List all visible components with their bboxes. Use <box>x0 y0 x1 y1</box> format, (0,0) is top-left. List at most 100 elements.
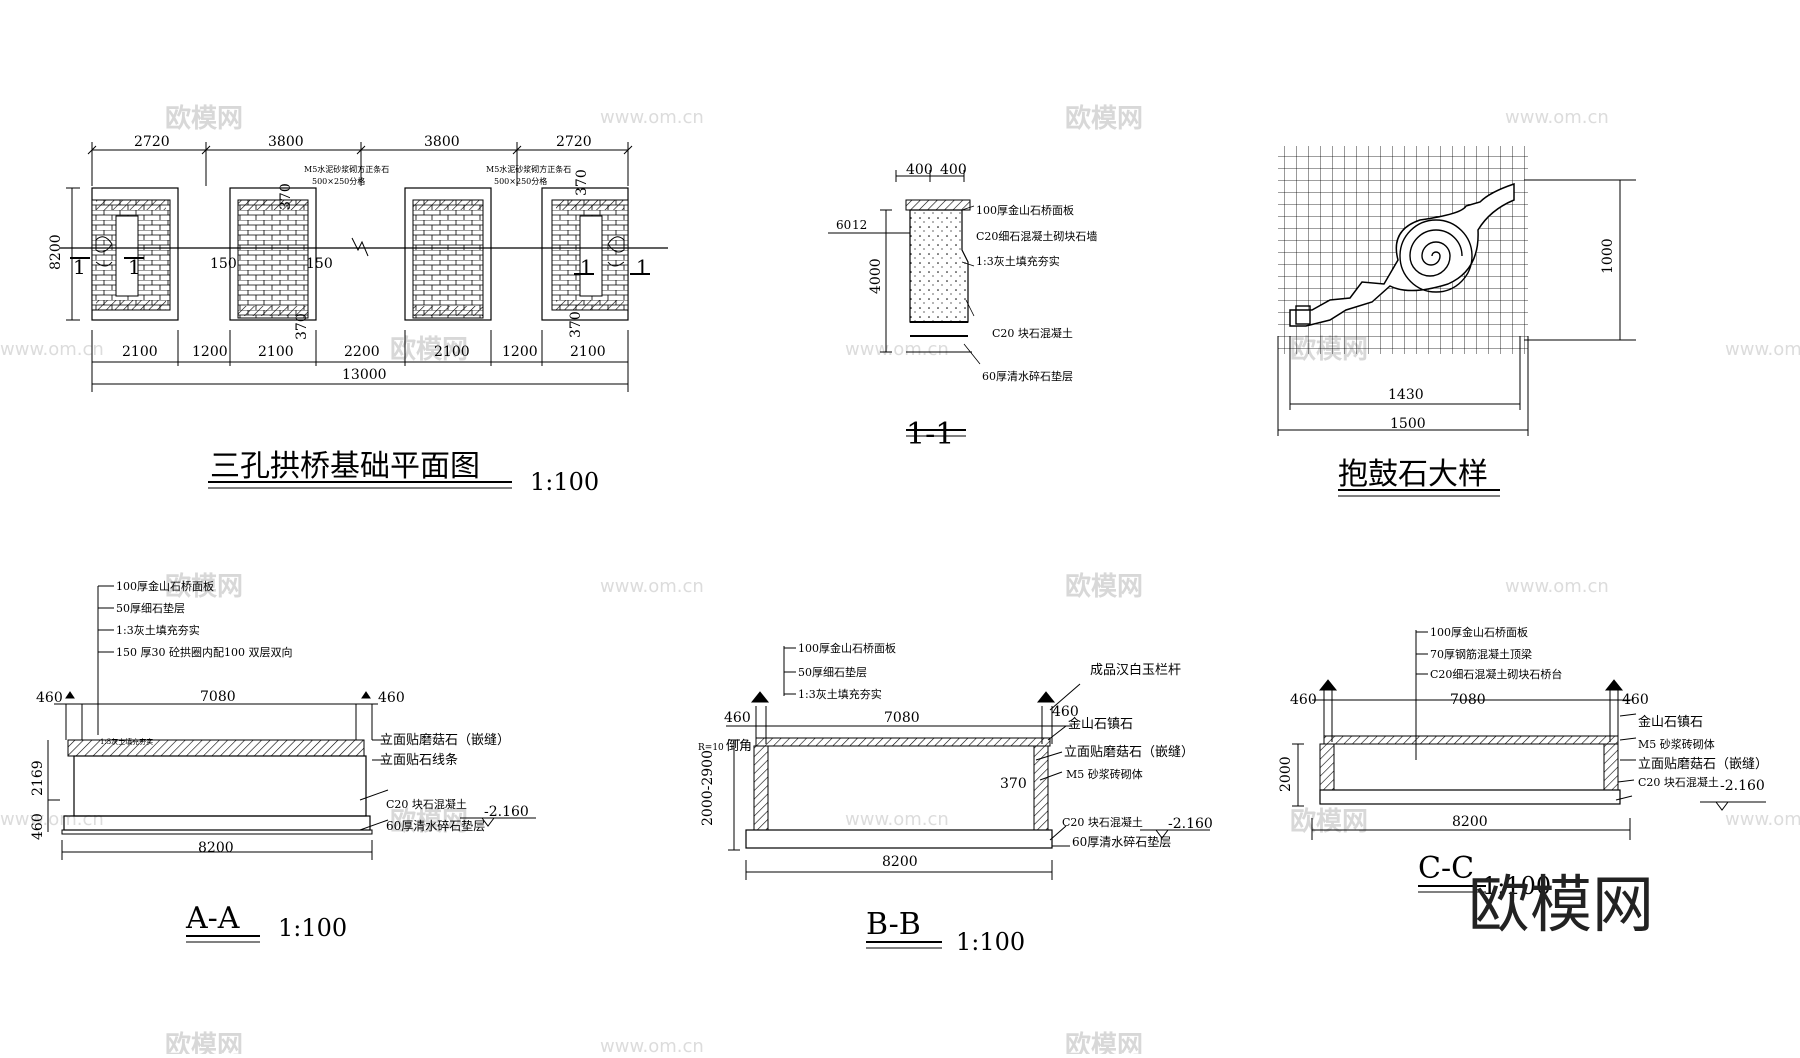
watermark-url: www.om.cn <box>845 339 949 360</box>
section-b-b-labels: 100厚金山石桥面板 50厚细石垫层 1:3灰土填充夯实 7080 460 46… <box>698 641 1213 956</box>
section-mark: 1 <box>636 255 649 279</box>
watermark-logo: 欧模网 <box>1065 571 1143 602</box>
s11-note: 100厚金山石桥面板 <box>976 203 1074 217</box>
section-c-c-labels: 100厚金山石桥面板 70厚钢筋混凝土顶梁 C20细石混凝土砌块石桥台 7080… <box>1278 625 1768 900</box>
watermark-logo: 欧模网 <box>390 806 468 837</box>
section-b-b <box>726 646 1210 949</box>
section-1-1-labels: 400 400 60 12 4000 100厚金山石桥面板 C20细石混凝土砌块… <box>836 162 1097 452</box>
watermark-url: www.om.cn <box>1505 107 1609 128</box>
plan-dim-bottom: 2200 <box>344 344 380 360</box>
drum-title: 抱鼓石大样 <box>1338 457 1488 492</box>
scc-note: 70厚钢筋混凝土顶梁 <box>1430 647 1532 661</box>
plan-dim-bottom: 1200 <box>502 344 538 360</box>
s11-left-dim2: 12 <box>852 218 867 232</box>
plan-side-dim: 370 <box>278 183 294 210</box>
s11-note: 60厚清水碎石垫层 <box>982 369 1073 383</box>
scc-post-right: 460 <box>1622 692 1649 708</box>
section-a-a <box>47 585 536 943</box>
plan-side-dim: 370 <box>294 313 310 340</box>
saa-note: 150 厚30 砼拱圈内配100 双层双向 <box>116 645 292 659</box>
sbb-note-right: 60厚清水碎石垫层 <box>1072 834 1171 849</box>
watermark-url: www.om.cn <box>600 576 704 597</box>
sbb-note-right: 立面贴磨菇石（嵌缝） <box>1064 745 1194 760</box>
section-a-a-labels: 100厚金山石桥面板 50厚细石垫层 1:3灰土填充夯实 150 厚30 砼拱圈… <box>30 579 529 942</box>
s11-note: 1:3灰土填充夯实 <box>976 254 1060 268</box>
scc-note-right: 金山石镇石 <box>1638 714 1703 730</box>
watermark-logo: 欧模网 <box>390 334 468 365</box>
saa-note: 50厚细石垫层 <box>116 601 185 615</box>
saa-post-right: 460 <box>378 690 405 706</box>
watermark-url: www.om.cn <box>0 809 104 830</box>
plan-dim-bottom: 2100 <box>122 344 158 360</box>
saa-note: 1:3灰土填充夯实 <box>116 623 200 637</box>
sbb-scale: 1:100 <box>956 928 1025 956</box>
plan-dim-bottom: 2100 <box>570 344 606 360</box>
section-c-c <box>1292 630 1766 893</box>
plan-note: M5水泥砂浆砌方正条石 <box>486 164 571 174</box>
sbb-level: -2.160 <box>1168 816 1213 832</box>
watermark-url: www.om.cn <box>600 1036 704 1054</box>
drum-width-inner: 1430 <box>1388 387 1424 403</box>
drum-stone-labels: 1000 1430 1500 抱鼓石大样 <box>1338 238 1616 492</box>
plan-title: 三孔拱桥基础平面图 <box>210 449 480 484</box>
sbb-post-right: 460 <box>1052 704 1079 720</box>
scc-title: C-C <box>1418 851 1474 886</box>
watermark-url: www.om.cn <box>1505 576 1609 597</box>
sbb-wall: 370 <box>1000 776 1027 792</box>
watermark-url: www.om.cn <box>600 107 704 128</box>
scc-level: -2.160 <box>1720 778 1765 794</box>
scc-note-right: C20 块石混凝土 <box>1638 775 1719 789</box>
sbb-note-right: 金山石镇石 <box>1068 716 1133 732</box>
sbb-chamfer: 倒角 <box>726 739 752 754</box>
s11-note: C20 块石混凝土 <box>992 326 1073 340</box>
saa-note-right: 立面贴磨菇石（嵌缝） <box>380 733 510 748</box>
scc-height: 2000 <box>1278 756 1294 792</box>
s11-title: 1-1 <box>906 417 954 452</box>
plan-dim-top: 2720 <box>134 134 170 150</box>
sbb-span: 7080 <box>884 710 920 726</box>
drum-stone-detail <box>1277 146 1636 497</box>
s11-height: 4000 <box>868 258 884 294</box>
watermark-logo: 欧模网 <box>1065 1030 1143 1054</box>
drum-height: 1000 <box>1600 238 1616 274</box>
sbb-note-right: M5 砂浆砖砌体 <box>1066 767 1143 781</box>
scc-post-left: 460 <box>1290 692 1317 708</box>
plan-dim-top: 3800 <box>268 134 304 150</box>
watermark-url: www.om.cn <box>0 339 104 360</box>
s11-note: C20细石混凝土砌块石墙 <box>976 229 1097 243</box>
drum-width-outer: 1500 <box>1390 416 1426 432</box>
plan-height: 8200 <box>48 234 64 270</box>
plan-side-dim: 370 <box>574 169 590 196</box>
saa-total: 8200 <box>198 840 234 856</box>
section-mark: 1 <box>128 255 141 279</box>
saa-height: 2169 <box>30 760 46 796</box>
scc-note: 100厚金山石桥面板 <box>1430 625 1528 639</box>
sbb-title: B-B <box>866 907 921 942</box>
saa-scale: 1:100 <box>278 914 347 942</box>
sbb-note-right: C20 块石混凝土 <box>1062 815 1143 829</box>
watermark-logo: 欧模网 <box>165 1030 243 1054</box>
watermark-url: www.om.cn <box>845 809 949 830</box>
watermark-logo: 欧模网 <box>165 571 243 602</box>
saa-base: 460 <box>30 813 46 840</box>
sbb-note: 1:3灰土填充夯实 <box>798 687 882 701</box>
plan-dim-bottom: 2100 <box>258 344 294 360</box>
plan-scale: 1:100 <box>530 468 599 496</box>
watermark-layer: 欧模网 www.om.cn 欧模网 www.om.cn www.om.cn 欧模… <box>0 103 1800 1058</box>
s11-dim-top: 400 <box>906 162 933 178</box>
scc-note: C20细石混凝土砌块石桥台 <box>1430 667 1562 681</box>
sbb-post-left: 460 <box>724 710 751 726</box>
saa-level: -2.160 <box>484 804 529 820</box>
saa-note: 100厚金山石桥面板 <box>116 579 214 593</box>
saa-note-right: 立面贴石线条 <box>380 752 458 768</box>
plan-inner-dim: 150 <box>306 256 333 272</box>
s11-dim-top: 400 <box>940 162 967 178</box>
watermark-url: www.om.cn <box>1725 809 1800 830</box>
plan-dim-bottom: 1200 <box>192 344 228 360</box>
scc-note-right: M5 砂浆砖砌体 <box>1638 737 1715 751</box>
saa-span: 7080 <box>200 689 236 705</box>
section-1-1 <box>828 170 981 437</box>
foundation-plan <box>60 142 668 489</box>
